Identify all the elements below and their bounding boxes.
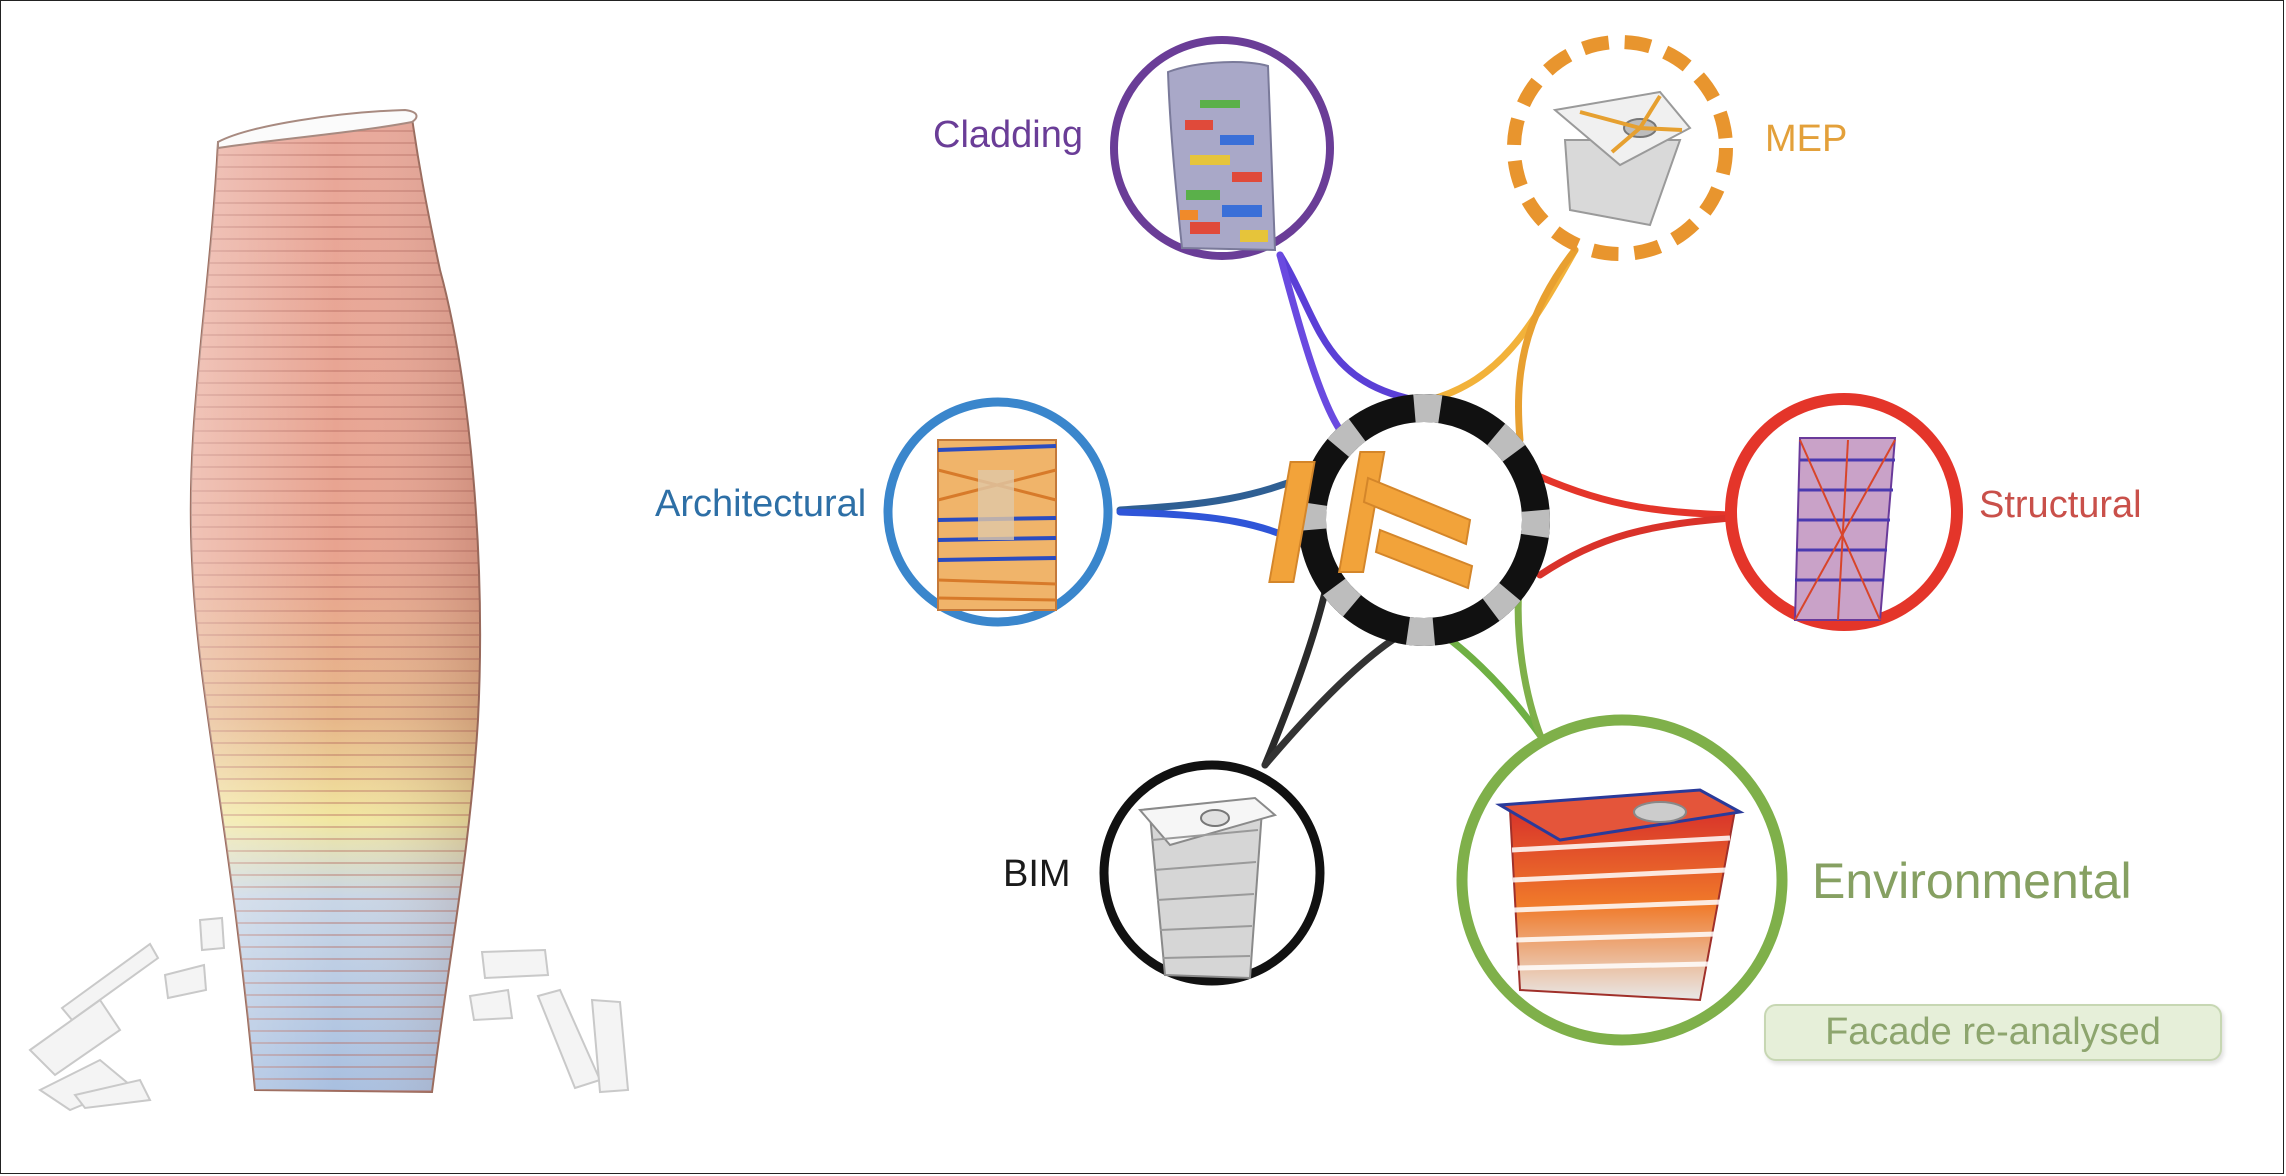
link-bim-2 — [1261, 621, 1424, 769]
hub-logo-icon — [1268, 451, 1474, 590]
link-bim — [1261, 566, 1334, 769]
node-bim[interactable] — [1099, 760, 1325, 986]
node-label-cladding: Cladding — [933, 114, 1083, 156]
site-context-buildings — [28, 916, 630, 1112]
node-mep[interactable] — [1507, 35, 1733, 261]
link-struct — [1521, 466, 1734, 519]
environmental-model-icon — [1495, 788, 1745, 1002]
node-cladding[interactable] — [1110, 36, 1334, 260]
link-mep — [1426, 246, 1579, 404]
status-badge: Facade re-analysed — [1764, 1004, 2222, 1061]
tower-model-image — [28, 108, 630, 1112]
cladding-tower-icon — [1166, 61, 1277, 252]
mep-floorplate-icon — [1552, 90, 1692, 227]
node-label-mep: MEP — [1765, 118, 1848, 160]
link-mep-2 — [1515, 246, 1579, 444]
node-label-environmental: Environmental — [1812, 853, 2132, 909]
node-label-bim: BIM — [1003, 853, 1071, 895]
node-label-architectural: Architectural — [655, 483, 867, 525]
connection-lines — [1116, 246, 1734, 769]
tower-roof — [217, 108, 418, 150]
link-cladding-2 — [1276, 251, 1344, 434]
node-label-structural: Structural — [1979, 484, 2142, 526]
node-architectural[interactable] — [883, 397, 1113, 627]
hub-node[interactable] — [1268, 394, 1550, 646]
link-cladding — [1276, 251, 1419, 404]
bim-tower-icon — [1138, 796, 1278, 980]
link-struct-2 — [1536, 514, 1734, 579]
node-environmental[interactable] — [1456, 714, 1788, 1046]
architectural-model-icon — [937, 439, 1057, 611]
node-structural[interactable] — [1725, 393, 1963, 631]
structural-frame-icon — [1793, 437, 1897, 621]
